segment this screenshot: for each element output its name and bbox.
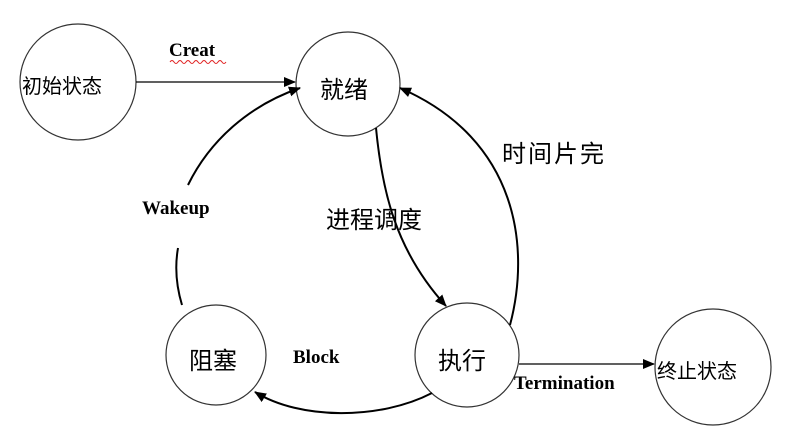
arrow-wakeup-lower — [175, 247, 183, 306]
state-running-circle — [414, 302, 520, 408]
arrow-timeslice — [399, 87, 520, 326]
transition-create-label: Creat — [169, 40, 216, 61]
transition-schedule-label: 进程调度 — [326, 206, 422, 234]
state-terminated-circle — [654, 308, 772, 426]
state-terminated-label: 终止状态 — [657, 359, 737, 383]
arrow-block — [254, 391, 433, 415]
arrow-schedule — [375, 127, 447, 307]
state-ready-circle — [295, 31, 401, 137]
state-blocked-label: 阻塞 — [189, 347, 237, 375]
state-ready-label: 就绪 — [320, 76, 368, 104]
spellcheck-underline — [169, 60, 227, 64]
state-blocked-circle — [165, 304, 267, 406]
state-initial-label: 初始状态 — [22, 74, 102, 98]
arrow-wakeup-upper — [187, 86, 301, 186]
transition-block-label: Block — [293, 347, 340, 368]
transition-timeslice-label: 时间片完 — [502, 140, 606, 168]
transition-wakeup-label: Wakeup — [142, 198, 210, 219]
state-running-label: 执行 — [438, 347, 486, 375]
transition-termination-label: Termination — [514, 373, 615, 394]
